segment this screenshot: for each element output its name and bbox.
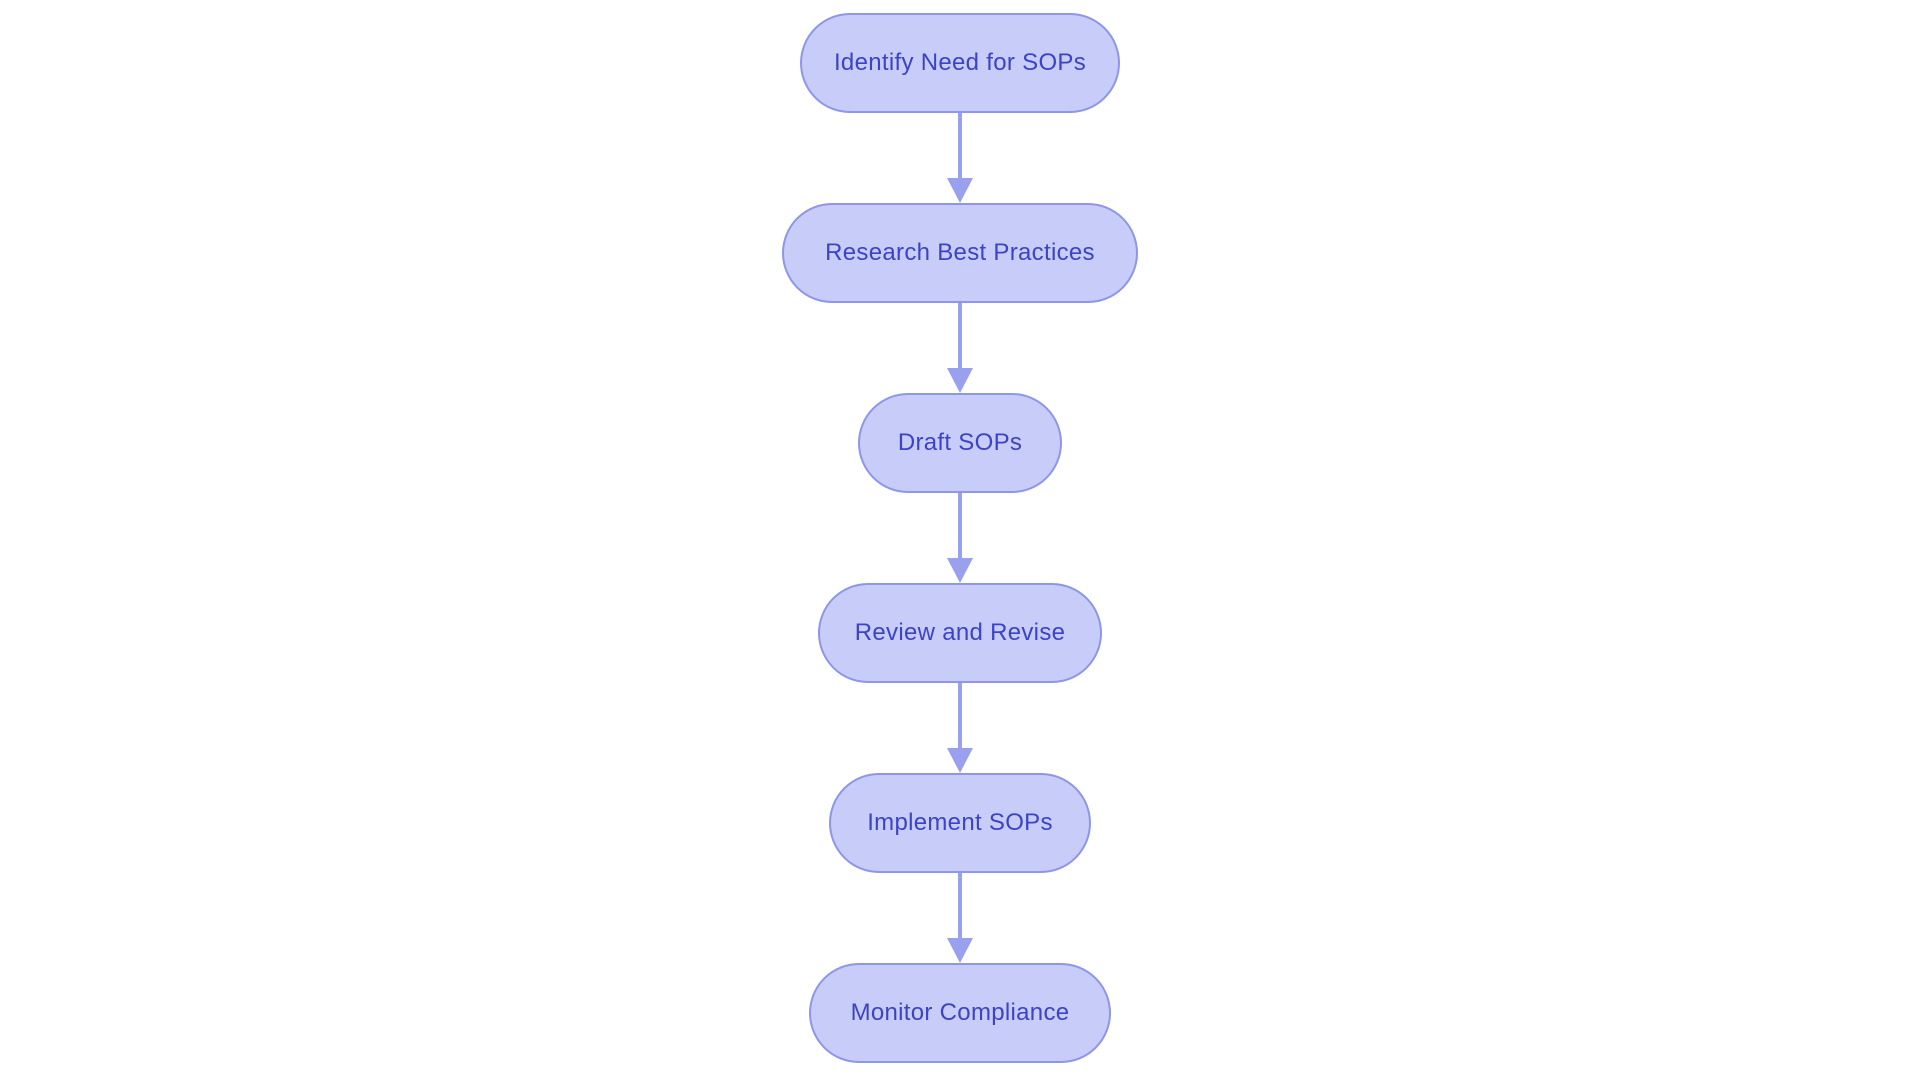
- arrow-stem: [958, 493, 962, 558]
- flow-node-label: Identify Need for SOPs: [833, 49, 1087, 76]
- flow-node-draft-sops: Draft SOPs: [858, 393, 1062, 493]
- arrow-head-icon: [947, 368, 973, 393]
- flow-arrow: [947, 683, 973, 773]
- arrow-stem: [958, 303, 962, 368]
- arrow-head-icon: [947, 178, 973, 203]
- flow-arrow: [947, 303, 973, 393]
- flow-node-implement-sops: Implement SOPs: [829, 773, 1091, 873]
- flow-arrow: [947, 113, 973, 203]
- flow-node-monitor-compliance: Monitor Compliance: [809, 963, 1111, 1063]
- arrow-stem: [958, 113, 962, 178]
- flow-node-label: Monitor Compliance: [850, 999, 1070, 1026]
- arrow-head-icon: [947, 558, 973, 583]
- flow-node-label: Implement SOPs: [867, 809, 1053, 836]
- flow-node-research-best-practices: Research Best Practices: [782, 203, 1138, 303]
- arrow-stem: [958, 683, 962, 748]
- flow-node-label: Draft SOPs: [897, 429, 1023, 456]
- flow-node-label: Review and Revise: [854, 619, 1066, 646]
- flow-arrow: [947, 493, 973, 583]
- arrow-head-icon: [947, 938, 973, 963]
- arrow-head-icon: [947, 748, 973, 773]
- arrow-stem: [958, 873, 962, 938]
- flow-node-label: Research Best Practices: [825, 239, 1095, 266]
- flow-node-identify-need-for-sops: Identify Need for SOPs: [800, 13, 1120, 113]
- flow-arrow: [947, 873, 973, 963]
- flow-node-review-and-revise: Review and Revise: [818, 583, 1102, 683]
